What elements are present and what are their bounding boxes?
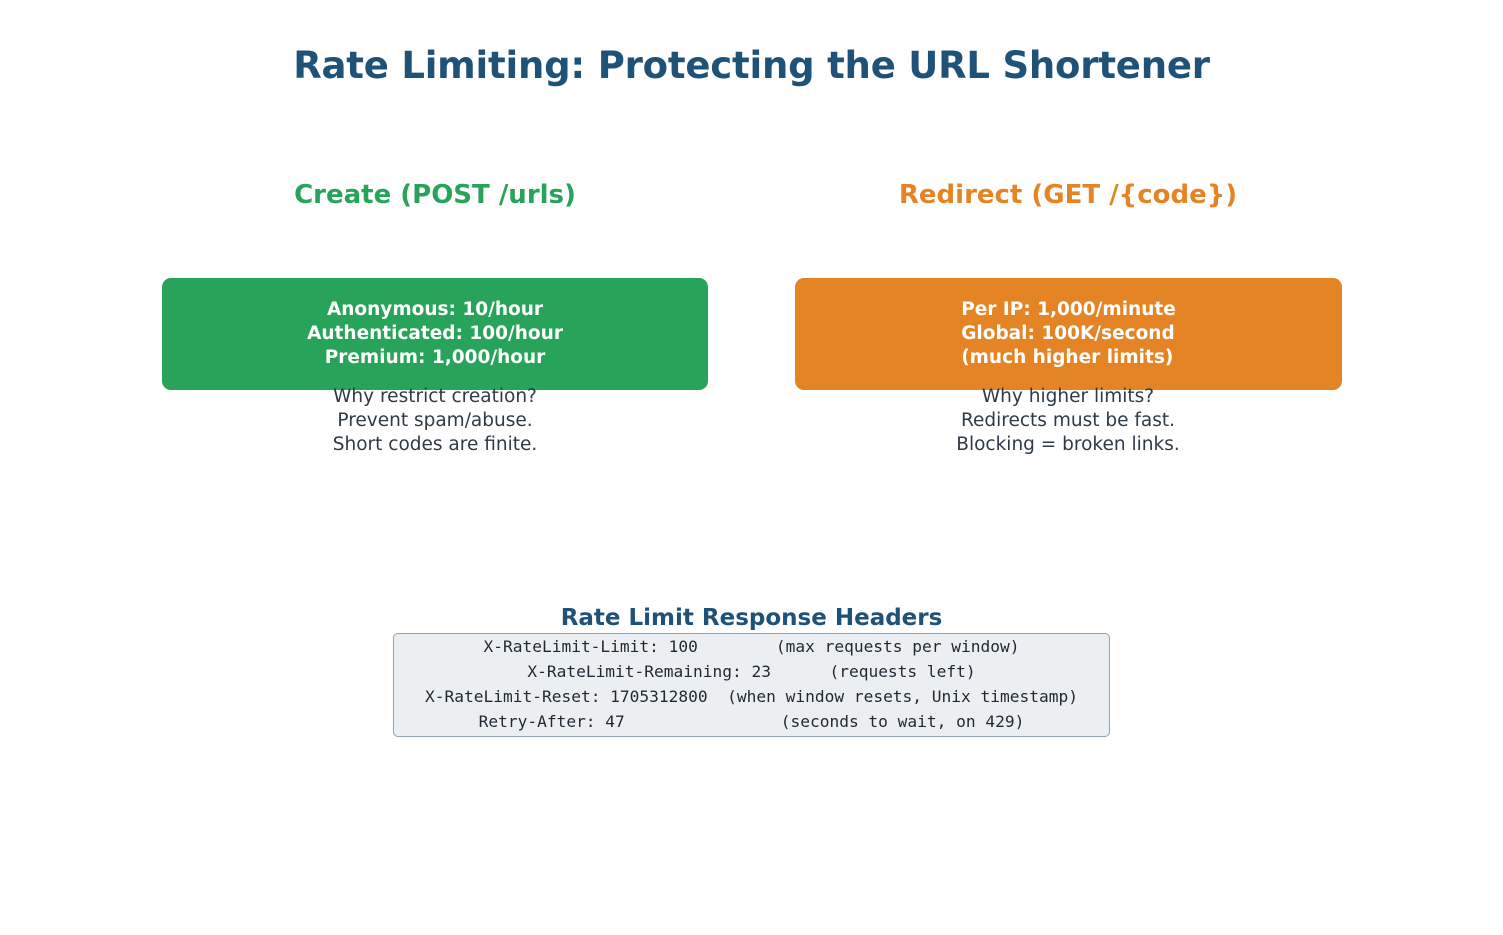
headers-code-text: X-RateLimit-Limit: 100 (max requests per…: [425, 637, 1078, 731]
redirect-limits-text: Per IP: 1,000/minute Global: 100K/second…: [961, 299, 1176, 368]
section-heading-redirect: Redirect (GET /{code}): [898, 180, 1238, 210]
page-title: Rate Limiting: Protecting the URL Shorte…: [293, 44, 1210, 87]
section-heading-create: Create (POST /urls): [294, 180, 576, 210]
headers-section-title: Rate Limit Response Headers: [560, 605, 943, 631]
redirect-rationale-text: Why higher limits? Redirects must be fas…: [956, 386, 1180, 455]
create-limits-text: Anonymous: 10/hour Authenticated: 100/ho…: [307, 299, 563, 368]
create-rationale-text: Why restrict creation? Prevent spam/abus…: [332, 386, 538, 455]
headers-code-box: X-RateLimit-Limit: 100 (max requests per…: [393, 633, 1110, 737]
create-limits-box: Anonymous: 10/hour Authenticated: 100/ho…: [162, 278, 708, 390]
redirect-limits-box: Per IP: 1,000/minute Global: 100K/second…: [795, 278, 1342, 390]
